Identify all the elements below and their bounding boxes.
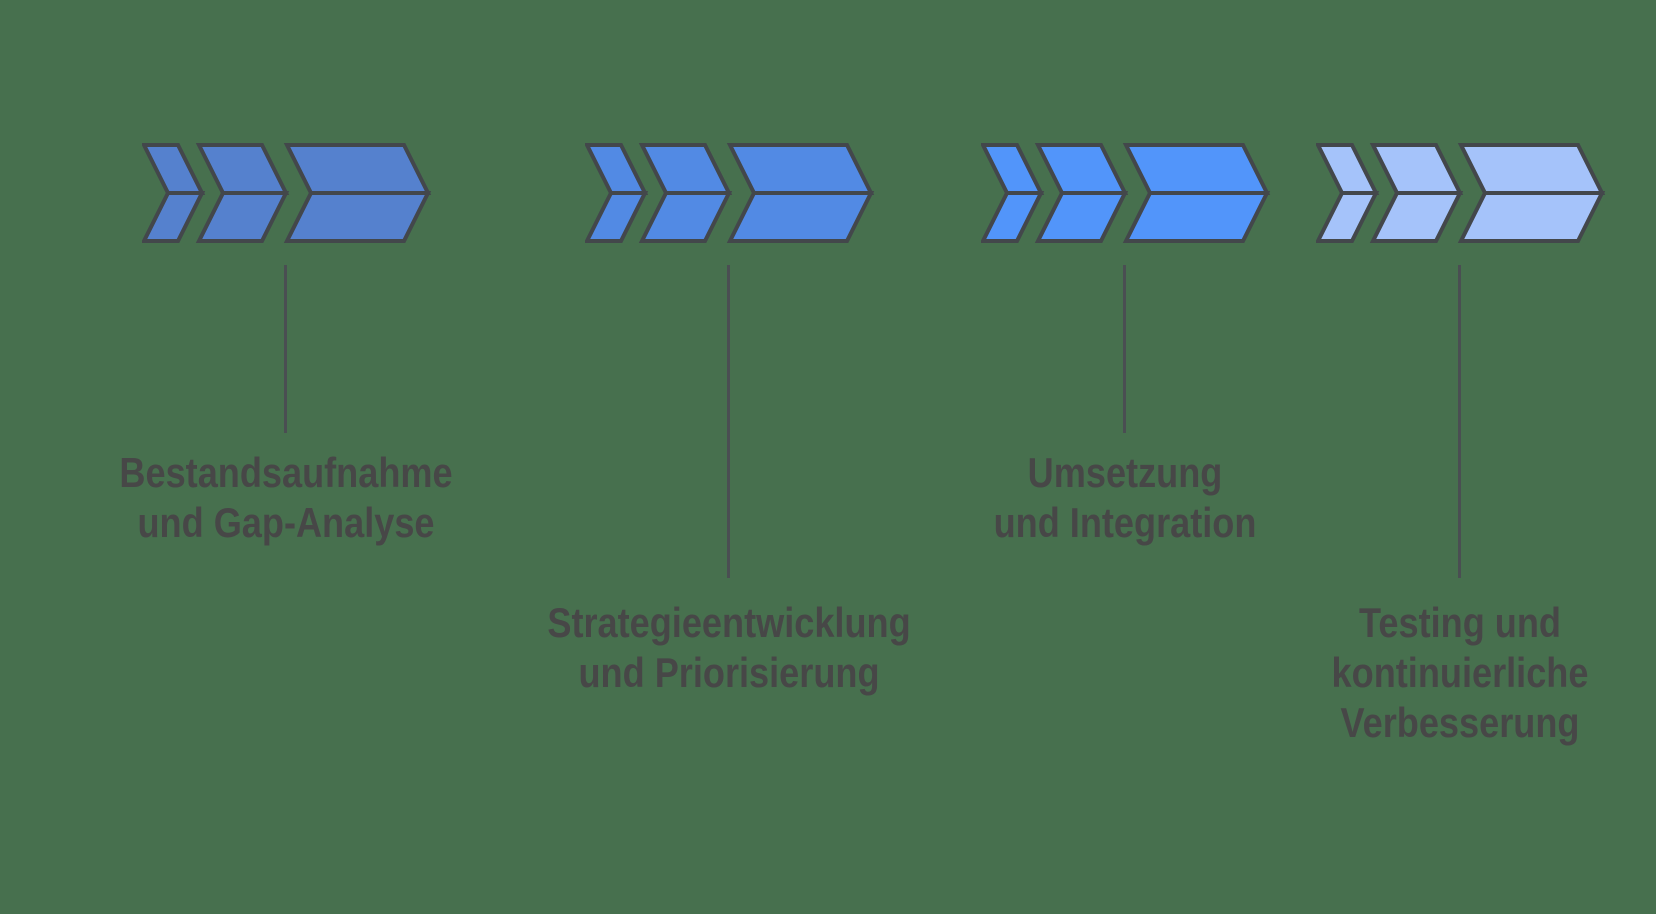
chevron-arrows-icon — [142, 143, 432, 243]
chevron-large — [726, 143, 875, 243]
chevron-medium — [1369, 143, 1464, 243]
chevron-arrows-icon — [981, 143, 1271, 243]
phase-4-testing: Testing und kontinuierliche Verbesserung — [1316, 0, 1606, 914]
phase-label: Umsetzung und Integration — [993, 449, 1257, 546]
chevron-large — [1457, 143, 1606, 243]
phase-label: Strategieentwicklung und Priorisierung — [547, 599, 911, 696]
chevron-arrows-icon — [585, 143, 875, 243]
phase-2-strategieentwicklung: Strategieentwicklung und Priorisierung — [547, 0, 911, 914]
phase-label: Testing und kontinuierliche Verbesserung — [1331, 599, 1589, 746]
chevron-medium — [638, 143, 733, 243]
phase-label: Bestandsaufnahme und Gap-Analyse — [119, 449, 453, 546]
connector-line — [1123, 265, 1126, 433]
chevron-small — [1316, 143, 1380, 243]
connector-line — [284, 265, 287, 433]
chevron-large — [283, 143, 432, 243]
connector-line — [1458, 265, 1461, 578]
chevron-small — [142, 143, 206, 243]
chevron-large — [1122, 143, 1271, 243]
chevron-small — [981, 143, 1045, 243]
phase-1-bestandsaufnahme: Bestandsaufnahme und Gap-Analyse — [119, 0, 453, 914]
chevron-arrows-icon — [1316, 143, 1606, 243]
chevron-small — [585, 143, 649, 243]
chevron-medium — [195, 143, 290, 243]
chevron-medium — [1034, 143, 1129, 243]
phase-3-umsetzung: Umsetzung und Integration — [981, 0, 1271, 914]
connector-line — [727, 265, 730, 578]
